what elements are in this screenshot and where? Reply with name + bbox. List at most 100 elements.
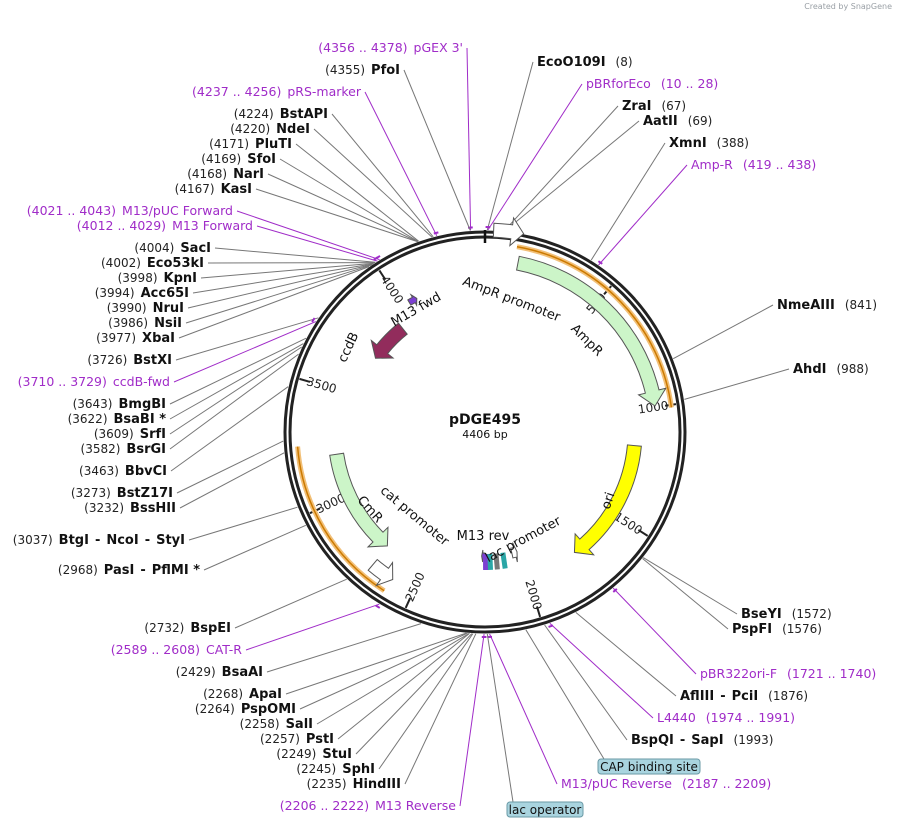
leader-line bbox=[544, 624, 628, 741]
feature-arrow[interactable] bbox=[492, 216, 525, 247]
site-name: SrfI bbox=[140, 427, 166, 442]
feature-arrow[interactable] bbox=[367, 558, 394, 587]
primer-marker bbox=[375, 604, 381, 609]
enzyme-site[interactable]: (3998)KpnI bbox=[118, 271, 197, 286]
primer-site[interactable]: M13/pUC Reverse(2187 .. 2209) bbox=[561, 776, 771, 791]
enzyme-site[interactable]: EcoO109I(8) bbox=[537, 55, 633, 70]
enzyme-site[interactable]: (4002)Eco53kI bbox=[101, 256, 204, 271]
enzyme-site[interactable]: (2249)StuI bbox=[276, 747, 352, 762]
enzyme-site[interactable]: (2258)SalI bbox=[240, 717, 313, 732]
enzyme-site[interactable]: (3986)NsiI bbox=[108, 316, 182, 331]
site-name: SfoI bbox=[247, 152, 276, 167]
lac-element-block bbox=[500, 552, 508, 569]
enzyme-site[interactable]: (3977)XbaI bbox=[96, 331, 175, 346]
enzyme-site[interactable]: (2245)SphI bbox=[296, 762, 375, 777]
enzyme-site[interactable]: (4171)PluTI bbox=[209, 137, 292, 152]
enzyme-site[interactable]: (2968)PasI-PflMI * bbox=[58, 563, 200, 578]
enzyme-site[interactable]: (3232)BssHII bbox=[84, 501, 176, 516]
primer-site[interactable]: (4021 .. 4043)M13/pUC Forward bbox=[27, 203, 233, 218]
box-label[interactable]: CAP binding site bbox=[600, 760, 698, 774]
enzyme-site[interactable]: (3273)BstZ17I bbox=[71, 486, 173, 501]
feature-arrow[interactable] bbox=[370, 322, 408, 359]
site-name: BsaAI bbox=[222, 665, 263, 680]
enzyme-site[interactable]: NmeAIII(841) bbox=[777, 298, 877, 313]
box-label[interactable]: lac operator bbox=[509, 803, 582, 817]
site-coord: (2589 .. 2608) bbox=[111, 642, 200, 657]
features bbox=[329, 216, 667, 587]
site-name: M13/pUC Reverse bbox=[561, 776, 672, 791]
enzyme-site[interactable]: (4167)KasI bbox=[175, 182, 252, 197]
enzyme-site[interactable]: (2732)BspEI bbox=[144, 621, 231, 636]
site-coord: (69) bbox=[688, 114, 713, 128]
tick-mark bbox=[535, 606, 542, 618]
primer-site[interactable]: L4440(1974 .. 1991) bbox=[657, 710, 795, 725]
enzyme-site[interactable]: (4220)NdeI bbox=[230, 122, 310, 137]
site-name: BspQI bbox=[631, 733, 674, 748]
site-coord: (1993) bbox=[734, 733, 774, 747]
feature-label: AmpR bbox=[567, 321, 605, 359]
site-name: BstXI bbox=[133, 353, 172, 368]
site-name: EcoO109I bbox=[537, 55, 606, 70]
enzyme-site[interactable]: (3582)BsrGI bbox=[81, 442, 166, 457]
enzyme-site[interactable]: (3622)BsaBI * bbox=[68, 412, 167, 427]
primer-site[interactable]: pBRforEco(10 .. 28) bbox=[586, 76, 718, 91]
region-arc bbox=[296, 446, 385, 592]
enzyme-site[interactable]: (2429)BsaAI bbox=[176, 665, 263, 680]
enzyme-site[interactable]: AatII(69) bbox=[643, 114, 712, 129]
enzyme-site[interactable]: AhdI(988) bbox=[793, 362, 869, 377]
site-coord: (3609) bbox=[94, 427, 134, 441]
feature-arrow[interactable] bbox=[515, 255, 667, 407]
leader-line bbox=[178, 266, 370, 339]
leader-line bbox=[176, 440, 284, 494]
primer-site[interactable]: (4356 .. 4378)pGEX 3' bbox=[318, 40, 463, 55]
site-coord: (2732) bbox=[144, 621, 184, 635]
enzyme-site[interactable]: (3726)BstXI bbox=[87, 353, 172, 368]
enzyme-site[interactable]: (4168)NarI bbox=[187, 167, 264, 182]
primer-site[interactable]: (3710 .. 3729)ccdB-fwd bbox=[18, 374, 170, 389]
site-coord: (3037) bbox=[13, 533, 53, 547]
site-coord: (4169) bbox=[201, 152, 241, 166]
leader-line bbox=[200, 262, 375, 279]
enzyme-site[interactable]: BseYI(1572) bbox=[741, 607, 832, 622]
feature-arrow[interactable] bbox=[407, 293, 418, 308]
enzyme-site[interactable]: ZraI(67) bbox=[622, 99, 686, 114]
site-name: PspFI bbox=[732, 622, 772, 637]
enzyme-site[interactable]: (2257)PstI bbox=[260, 732, 334, 747]
primer-site[interactable]: (4012 .. 4029)M13 Forward bbox=[77, 218, 253, 233]
site-coord: (3232) bbox=[84, 501, 124, 515]
brand-watermark: Created by SnapGene bbox=[804, 2, 892, 11]
enzyme-site[interactable]: (4169) SfoI bbox=[201, 152, 276, 167]
primer-site[interactable]: (2589 .. 2608)CAT-R bbox=[111, 642, 243, 657]
leader-line bbox=[299, 632, 468, 710]
primer-site[interactable]: pBR322ori-F(1721 .. 1740) bbox=[700, 666, 876, 681]
enzyme-site[interactable]: BspQI-SapI(1993) bbox=[631, 733, 773, 748]
enzyme-site[interactable]: (4355)PfoI bbox=[325, 63, 400, 78]
enzyme-site[interactable]: (2264)PspOMI bbox=[195, 702, 296, 717]
enzyme-site[interactable]: (3643)BmgBI bbox=[73, 397, 166, 412]
enzyme-site[interactable]: (2235)HindIII bbox=[307, 777, 401, 792]
enzyme-site[interactable]: PspFI(1576) bbox=[732, 622, 822, 637]
primer-site[interactable]: Amp-R(419 .. 438) bbox=[691, 157, 816, 172]
site-coord: (4167) bbox=[175, 182, 215, 196]
leader-line bbox=[256, 225, 378, 262]
feature-arrow[interactable] bbox=[573, 444, 642, 556]
site-coord: (3273) bbox=[71, 486, 111, 500]
enzyme-site[interactable]: (3994)Acc65I bbox=[95, 286, 189, 301]
feature-label: AmpR promoter bbox=[460, 274, 562, 325]
enzyme-site[interactable]: (4224)BstAPI bbox=[234, 107, 328, 122]
primer-site[interactable]: (2206 .. 2222)M13 Reverse bbox=[280, 798, 456, 813]
enzyme-site[interactable]: (3037)BtgI-NcoI-StyI bbox=[13, 533, 185, 548]
primer-site[interactable]: (4237 .. 4256)pRS-marker bbox=[192, 84, 362, 99]
tick-label: 3500 bbox=[305, 374, 338, 396]
enzyme-site[interactable]: (2268)ApaI bbox=[203, 687, 282, 702]
enzyme-site[interactable]: XmnI(388) bbox=[669, 136, 749, 151]
enzyme-site[interactable]: (3463)BbvCI bbox=[79, 464, 167, 479]
site-name: AflIII bbox=[680, 689, 714, 704]
enzyme-site[interactable]: (3609) SrfI bbox=[94, 427, 166, 442]
enzyme-site[interactable]: AflIII-PciI(1876) bbox=[680, 689, 808, 704]
feature-arrow[interactable] bbox=[329, 452, 389, 548]
enzyme-site[interactable]: (4004)SacI bbox=[134, 241, 211, 256]
site-coord: (1974 .. 1991) bbox=[706, 710, 795, 725]
enzyme-site[interactable]: (3990)NruI bbox=[107, 301, 184, 316]
feature-arrow[interactable] bbox=[510, 542, 518, 563]
